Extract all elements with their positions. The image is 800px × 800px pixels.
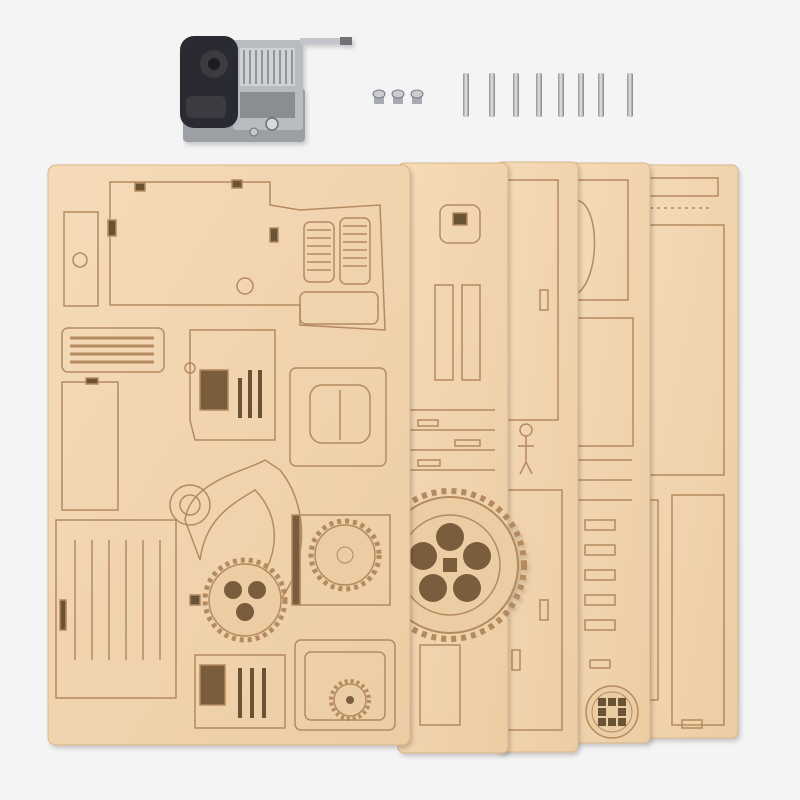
small-gear <box>329 679 371 721</box>
wooden-sheet-4 <box>564 162 651 744</box>
metal-pin <box>558 73 564 117</box>
small-gear <box>308 518 382 592</box>
metal-pin <box>627 73 633 117</box>
metal-pin <box>463 73 469 117</box>
metal-pin <box>578 73 584 117</box>
small-screws <box>372 89 424 104</box>
metal-pin <box>536 73 542 117</box>
screw <box>391 89 405 104</box>
wooden-sheet-2 <box>373 162 527 754</box>
metal-pin <box>513 73 519 117</box>
small-gear <box>585 685 639 739</box>
metal-pin <box>489 73 495 117</box>
music-box-movement <box>180 36 352 142</box>
screw <box>410 89 424 104</box>
large-gear <box>202 557 288 643</box>
metal-pin <box>598 73 604 117</box>
screw <box>372 89 386 104</box>
wooden-sheet-1 <box>47 164 411 746</box>
metal-pins <box>463 73 633 117</box>
